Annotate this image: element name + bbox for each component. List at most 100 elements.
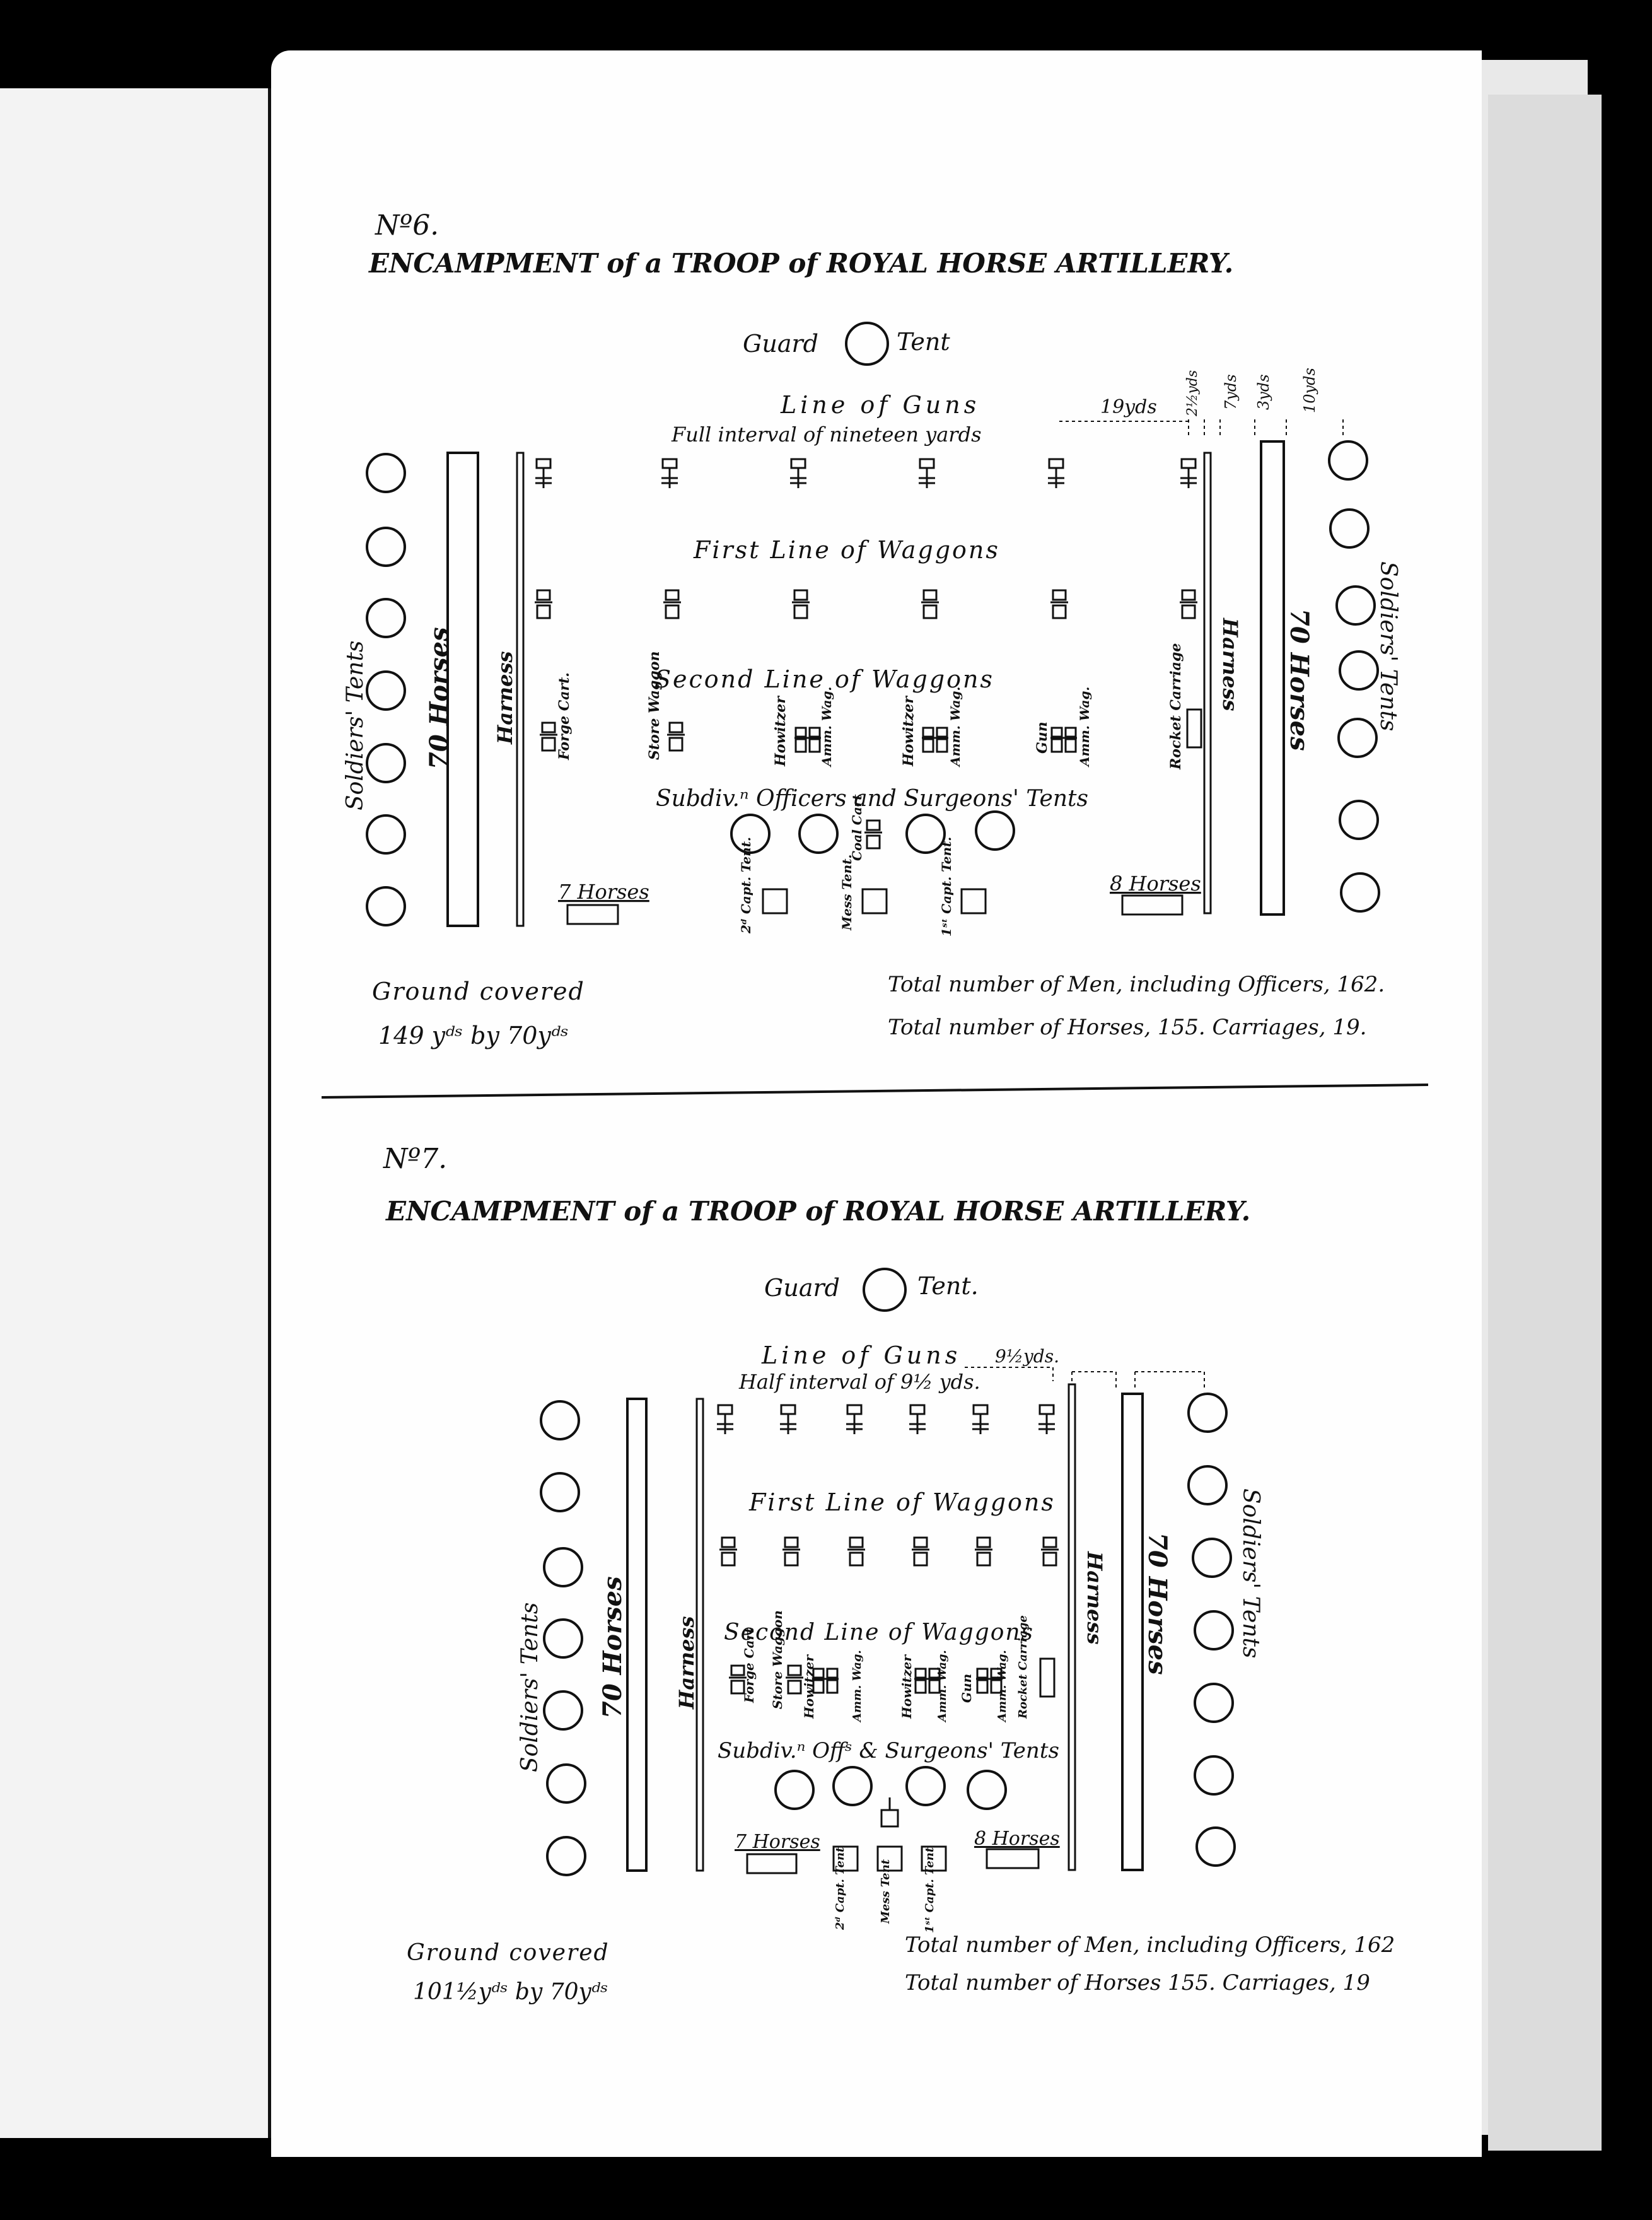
plate6-guns	[534, 458, 1198, 489]
plate6-second-line: Second Line of Waggons	[654, 665, 994, 693]
plate7-horses-right: 70 Horses	[1143, 1533, 1172, 1675]
plate7-second-waggons	[728, 1657, 1056, 1698]
plate6-title: ENCAMPMENT of a TROOP of ROYAL HORSE ART…	[368, 248, 1233, 279]
plate7-capt1-tent-box	[921, 1845, 947, 1872]
plate6-guard-tent	[845, 322, 889, 366]
plate6-capt2-tent: 2ᵈ Capt. Tent.	[738, 837, 753, 934]
plate7-title: ENCAMPMENT of a TROOP of ROYAL HORSE ART…	[385, 1196, 1250, 1227]
plate7-total-horses: Total number of Horses 155. Carriages, 1…	[905, 1970, 1370, 1995]
plate7-dimensions: 101½yᵈˢ by 70yᵈˢ	[413, 1979, 608, 2005]
plate6-horses-right: 70 Horses	[1284, 609, 1314, 751]
plate6-officers-tents: Subdiv.ⁿ Officers and Surgeons' Tents	[656, 786, 1088, 812]
plate6-amm-wag-1: Amm. Wag.	[819, 687, 834, 768]
plate7-soldiers-tents-left: Soldiers' Tents	[517, 1603, 543, 1772]
plate6-dimensions: 149 yᵈˢ by 70yᵈˢ	[378, 1022, 569, 1049]
plate6-harness-line-right	[1203, 452, 1212, 914]
plate6-ground-covered: Ground covered	[372, 978, 585, 1005]
plate6-harness-left: Harness	[493, 651, 517, 745]
plate6-capt1-tent: 1ˢᵗ Capt. Tent.	[939, 837, 954, 937]
plate6-guard-tent-label: Tent	[897, 328, 950, 356]
plate7-capt2-tent-box	[832, 1845, 859, 1872]
plate6-officer-tents	[730, 810, 1015, 854]
plate7-howitzer-1: Howitzer	[801, 1654, 817, 1719]
plate7-first-line: First Line of Waggons	[748, 1488, 1056, 1516]
plate7-dist-9: 9½yds.	[995, 1346, 1059, 1367]
plate7-gun-label: Gun	[959, 1674, 974, 1703]
plate6-total-horses: Total number of Horses, 155. Carriages, …	[888, 1015, 1366, 1040]
plate7-right-tents	[1187, 1393, 1236, 1867]
plate7-officers-tents: Subdiv.ⁿ Offˢ & Surgeons' Tents	[718, 1738, 1059, 1763]
plate7-rocket-carriage: Rocket Carriage	[1016, 1615, 1030, 1719]
plate6-first-line: First Line of Waggons	[693, 536, 1000, 564]
plate7-howitzer-2: Howitzer	[899, 1654, 914, 1719]
plate6-howitzer-2: Howitzer	[900, 696, 917, 767]
plate6-right-tents	[1328, 440, 1380, 913]
page	[271, 50, 1482, 2157]
plate6-left-tents	[366, 453, 406, 926]
plate6-capt2-tent-box	[762, 888, 788, 914]
plate6-first-waggons	[533, 589, 1199, 619]
plate7-guard-tent-label: Tent.	[917, 1272, 979, 1300]
plate6-dist-ticks	[1188, 419, 1344, 435]
plate6-seven-horses-box	[566, 904, 619, 925]
plate6-horses-left: 70 Horses	[424, 627, 454, 769]
plate7-dist-ticks	[1052, 1367, 1205, 1388]
plate7-seven-horses-box	[746, 1853, 798, 1874]
plate7-line-of-guns: Line of Guns	[761, 1341, 961, 1369]
plate6-dist-2: 2½yds	[1185, 370, 1201, 417]
plate6-total-men: Total number of Men, including Officers,…	[888, 972, 1385, 997]
plate7-harness-line-right	[1067, 1383, 1076, 1871]
plate6-dist-3: 3yds	[1255, 374, 1272, 410]
plate-7: Nº7. ENCAMPMENT of a TROOP of ROYAL HORS…	[383, 1143, 1395, 2005]
plate6-store-waggon: Store Waggon	[646, 651, 663, 760]
plate6-horse-line-left	[446, 452, 479, 927]
plate6-second-waggons	[538, 708, 1202, 753]
plate6-amm-wag-3: Amm. Wag.	[1077, 687, 1092, 768]
plate7-capt2-tent: 2ᵈ Capt. Tent	[834, 1847, 847, 1931]
plate7-amm-wag-2: Amm. Wag.	[936, 1650, 949, 1723]
plate7-horse-line-left	[626, 1398, 648, 1872]
plate6-guard-label: Guard	[743, 330, 818, 358]
plate7-guns	[716, 1404, 1056, 1435]
plate7-total-men: Total number of Men, including Officers,…	[905, 1932, 1395, 1958]
plate7-horses-left: 70 Horses	[598, 1576, 627, 1719]
plate6-mess-tent: Mess Tent.	[839, 855, 854, 931]
plate6-line-of-guns: Line of Guns	[780, 391, 980, 419]
plate7-amm-wag-1: Amm. Wag.	[851, 1650, 864, 1723]
plate7-capt1-tent: 1ˢᵗ Capt. Tent	[923, 1847, 936, 1933]
plate7-eight-horses-box	[986, 1848, 1040, 1869]
plate7-harness-line-left	[695, 1398, 704, 1872]
plate6-harness-right: Harness	[1218, 617, 1242, 711]
plate6-capt1-tent-box	[960, 888, 987, 914]
plate7-officer-tents	[774, 1766, 1007, 1828]
plate6-soldiers-tents-left: Soldiers' Tents	[342, 641, 368, 810]
plate7-left-tents	[540, 1400, 586, 1876]
plate7-harness-left: Harness	[675, 1616, 699, 1710]
plate7-second-line: Second Line of Waggons	[724, 1620, 1034, 1645]
plate7-first-waggons	[718, 1536, 1060, 1567]
plate7-horse-line-right	[1121, 1393, 1144, 1871]
plate6-eight-horses-box	[1121, 894, 1184, 916]
plate7-harness-right: Harness	[1083, 1551, 1107, 1644]
plate7-mess-tent-box	[876, 1845, 903, 1872]
plate7-forge-cart: Forge Cart	[742, 1627, 757, 1703]
plate6-number: Nº6.	[375, 209, 439, 242]
plate6-horse-line-right	[1260, 440, 1285, 916]
plate6-howitzer-1: Howitzer	[772, 696, 789, 767]
plate7-soldiers-tents-right: Soldiers' Tents	[1238, 1488, 1264, 1658]
plate6-harness-line-left	[516, 452, 525, 927]
page-edge-inner	[1488, 95, 1602, 2151]
plate6-dist-7: 7yds	[1222, 374, 1240, 410]
plate6-dist-10: 10yds	[1301, 368, 1318, 413]
plate6-seven-horses: 7 Horses	[558, 880, 649, 904]
plate7-number: Nº7.	[383, 1143, 447, 1175]
plate6-forge-cart: Forge Cart.	[556, 672, 573, 761]
plate7-dist-brackets	[965, 1367, 1204, 1372]
plate7-ground-covered: Ground covered	[407, 1940, 610, 1966]
plate6-rocket-carriage: Rocket Carriage	[1168, 643, 1184, 770]
plate7-interval-note: Half interval of 9½ yds.	[738, 1370, 980, 1394]
plate6-soldiers-tents-right: Soldiers' Tents	[1375, 561, 1401, 731]
plate7-guard-label: Guard	[764, 1274, 840, 1302]
plate7-seven-horses: 7 Horses	[735, 1831, 820, 1853]
